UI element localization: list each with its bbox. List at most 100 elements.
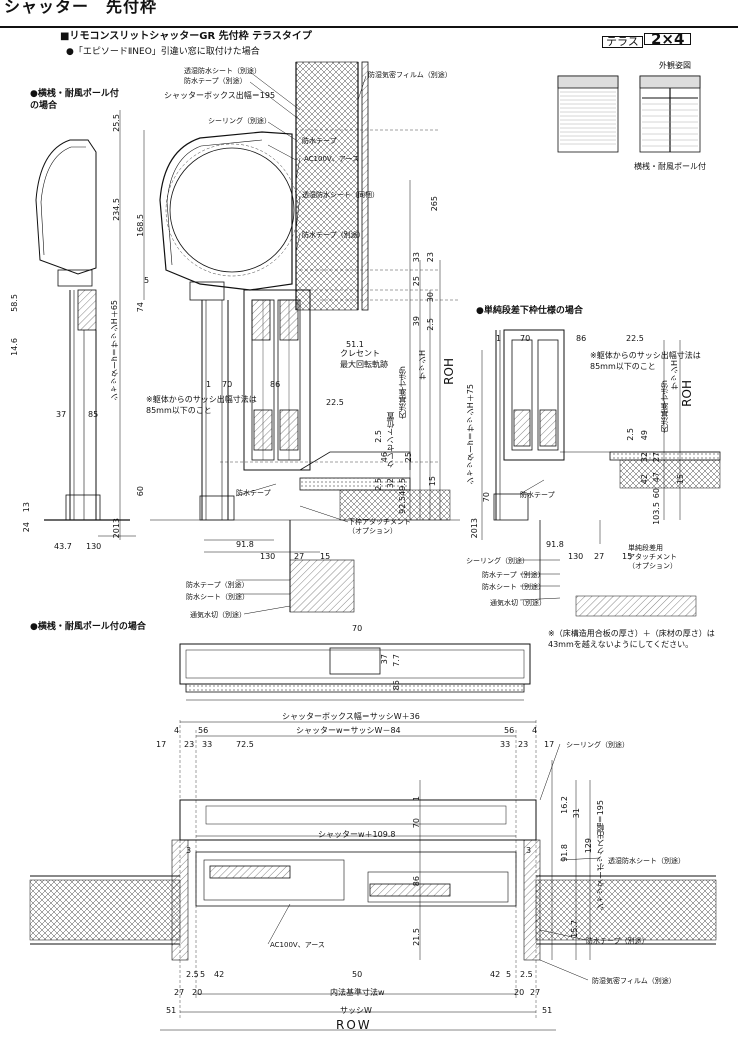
terrace-size: 2×4	[644, 32, 692, 47]
dim: 25.5	[112, 114, 121, 132]
leader-lines	[235, 71, 601, 981]
dim: 234.5	[112, 198, 121, 221]
dim: 70	[222, 380, 233, 389]
callout-waterproof-sheet-r: 防水シート（別途）	[482, 583, 545, 591]
dim: 37	[56, 410, 67, 419]
dim: 86	[576, 334, 587, 343]
dim: 23	[426, 252, 435, 263]
dim: 50	[352, 970, 363, 979]
dim: 86	[270, 380, 281, 389]
dim: 30	[426, 292, 435, 303]
dim: 15	[676, 474, 685, 485]
dim: 31	[572, 808, 581, 819]
dim: 14.6	[10, 338, 19, 356]
callout-waterproof-tape: 防水テープ（別途）	[184, 77, 247, 85]
callout-crescent: クレセント 最大回転軌跡	[340, 349, 388, 369]
dim: 70	[412, 818, 421, 829]
dim: 15	[622, 552, 633, 561]
dim: 2.5	[520, 970, 533, 979]
dim: 25	[404, 452, 413, 463]
callout-vent: 通気水切（別途）	[190, 611, 246, 619]
dim: 2013	[112, 518, 121, 539]
dim: 21.5	[412, 928, 421, 946]
callout-waterproof-tape-r: 防水テープ	[520, 491, 555, 499]
label-shutter-h2: シャッターh＝サッシH＋75	[466, 384, 475, 486]
dim: 42	[490, 970, 501, 979]
dim: 42	[214, 970, 225, 979]
label-box-depth-b: シャッターボックス出幅＝195	[596, 800, 605, 912]
callout-waterproof-tape-b: 防水テープ（別途）	[586, 937, 649, 945]
dim: 60	[652, 488, 661, 499]
dim: 20	[192, 988, 203, 997]
label-inner-std-h-r: 内法基準寸法h	[660, 380, 669, 434]
section-label-bottom: ●横桟・耐風ポール付の場合	[30, 622, 146, 632]
callout-waterproof-tape-5: 防水テープ（別途）	[186, 581, 249, 589]
dim: 25	[412, 276, 421, 287]
callout-box-depth: シャッターボックス出幅＝195	[164, 91, 276, 100]
dim: 27	[652, 452, 661, 463]
main-section	[98, 61, 460, 613]
dim: 23	[184, 740, 195, 749]
callout-ac100v-b: AC100V、アース	[270, 941, 325, 949]
callout-sash-protrusion: ※躯体からのサッシ出幅寸法は 85mm以下のこと	[146, 395, 257, 415]
bottom-plan-view	[29, 720, 717, 1031]
label-sash-h: サッシH	[418, 350, 427, 381]
dim: 51	[542, 1006, 553, 1015]
dim: 4	[532, 726, 538, 735]
dim: 70	[520, 334, 531, 343]
dim: 42	[640, 474, 649, 485]
callout-vapor-film: 防湿気密フィルム（別途）	[368, 71, 452, 79]
dim: 24	[22, 522, 31, 533]
dim: 27	[294, 552, 305, 561]
dim: 74	[136, 302, 145, 313]
callout-waterproof-tape-3: 防水テープ（別途）	[302, 231, 365, 239]
section-label-right: ●単純段差下枠仕様の場合	[476, 306, 583, 316]
appearance-thumb-pole	[639, 75, 701, 153]
dim: 2.5	[626, 428, 635, 441]
terrace-label: テラス	[602, 36, 643, 48]
dim: 130	[568, 552, 584, 561]
dim: 130	[260, 552, 276, 561]
callout-step-attach: 単純段差用 アタッチメント （オプション）	[628, 544, 677, 570]
label-row: ROW	[336, 1018, 372, 1032]
dim: 17	[544, 740, 555, 749]
dim: 3	[186, 846, 192, 855]
callout-sash-protrusion-right: ※躯体からのサッシ出幅寸法は 85mm以下のこと	[590, 351, 701, 371]
dim: 33	[412, 252, 421, 263]
dim: 51	[166, 1006, 177, 1015]
window-note: ●「エピソードⅡNEO」引違い窓に取付けた場合	[66, 47, 260, 57]
appearance-sub: 横桟・耐風ポール付	[634, 162, 706, 171]
dim: 129	[584, 838, 593, 854]
callout-lower-attach: 下枠アタッチメント （オプション）	[348, 518, 411, 535]
dim: 7.7	[392, 654, 401, 667]
dim: 22.5	[326, 398, 344, 407]
dim: 85	[392, 680, 401, 691]
callout-waterproof-sheet: 防水シート（別途）	[186, 593, 249, 601]
floor-note: ※（床構造用合板の厚さ）＋（床材の厚さ）は 43mmを越えないようにしてください…	[548, 629, 715, 649]
callout-moisture-sheet-b: 透湿防水シート（別途）	[608, 857, 685, 865]
dim: 51.1	[346, 340, 364, 349]
dim: 70	[482, 492, 491, 503]
dim: 43.7	[54, 542, 72, 551]
dim: 56	[504, 726, 515, 735]
label-sash-w: サッシW	[340, 1006, 372, 1015]
right-section	[481, 329, 721, 617]
label-box-width: シャッターボックス幅＝サッシW＋36	[282, 712, 420, 721]
dim: 86	[412, 876, 421, 887]
bottom-top-view	[179, 643, 531, 701]
page-title: シャッター 先付枠	[4, 0, 158, 16]
dim: 56	[198, 726, 209, 735]
dim: 32	[386, 478, 395, 489]
callout-sealing-b: シーリング（別途）	[566, 741, 629, 749]
label-roh: ROH	[442, 358, 456, 385]
dim: 33	[500, 740, 511, 749]
title-rule	[0, 26, 738, 28]
dim: 47	[652, 472, 661, 483]
left-section	[35, 139, 130, 521]
callout-sealing-r: シーリング（別途）	[466, 557, 529, 565]
dim: 27	[594, 552, 605, 561]
dim: 3	[526, 846, 532, 855]
label-shutter-w: シャッターw＝サッシW－84	[296, 726, 401, 735]
dim: 103.5	[652, 502, 661, 525]
product-subtitle: ■リモコンスリットシャッターGR 先付枠 テラスタイプ	[60, 31, 312, 42]
